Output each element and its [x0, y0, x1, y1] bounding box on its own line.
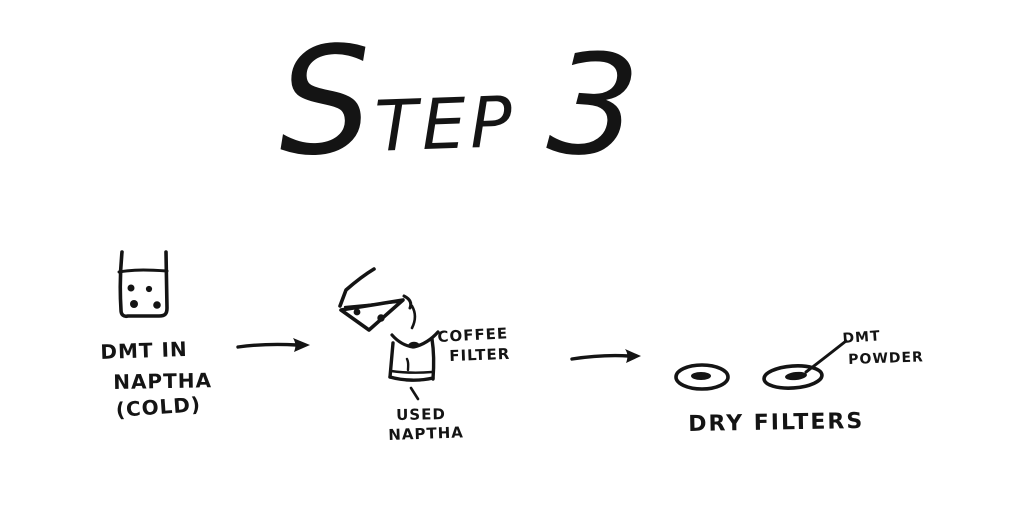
crystal-dot — [377, 314, 385, 322]
filter-cup-drawing — [388, 330, 440, 401]
pour-stream — [410, 304, 417, 330]
used-naphtha-pointer-line — [409, 386, 420, 401]
cup-base-line — [389, 369, 434, 374]
label-dmt-in: DMT IN — [100, 336, 189, 364]
beaker-outline — [118, 250, 169, 319]
cup-right-wall — [430, 337, 436, 381]
filter-oval — [762, 364, 824, 390]
filter-oval — [674, 363, 730, 391]
label-used-naptha: NAPTHA — [388, 423, 465, 444]
cold-naphtha-beaker-drawing — [117, 250, 169, 319]
dmt-powder-pointer-line — [804, 339, 848, 374]
crystal-dot — [145, 285, 153, 293]
drip-tick — [405, 357, 410, 372]
dry-filter-1-drawing — [674, 363, 730, 391]
spout — [402, 294, 413, 310]
crystal-dot — [130, 300, 138, 308]
pouring-beaker-drawing — [338, 267, 417, 332]
crystal-dot — [353, 308, 361, 316]
arrow-head — [625, 349, 641, 363]
label-used: USED — [396, 405, 446, 424]
powder-spot — [691, 372, 711, 380]
dry-filter-2-drawing — [762, 364, 824, 390]
flow-arrow-2 — [570, 349, 641, 363]
liquid-line — [343, 300, 400, 309]
cup-bottom — [388, 375, 435, 382]
arrow-shaft — [236, 342, 299, 349]
label-powder: POWDER — [848, 349, 925, 368]
wet-spot — [408, 341, 420, 349]
arrow-shaft — [570, 353, 631, 361]
label-naptha: NAPTHA — [113, 368, 213, 394]
powder-spot — [785, 371, 807, 381]
flow-arrow-1 — [236, 338, 310, 352]
crystal-dot — [127, 284, 135, 292]
arrow-head — [293, 338, 310, 352]
label-coffee: COFFEE — [437, 324, 509, 346]
liquid-line — [117, 268, 169, 274]
label-dry-filters: DRY FILTERS — [688, 408, 865, 437]
beaker-rim — [338, 267, 376, 308]
crystal-dot — [153, 301, 161, 309]
label-dmt: DMT — [842, 328, 882, 347]
label-filter: FILTER — [449, 344, 511, 365]
